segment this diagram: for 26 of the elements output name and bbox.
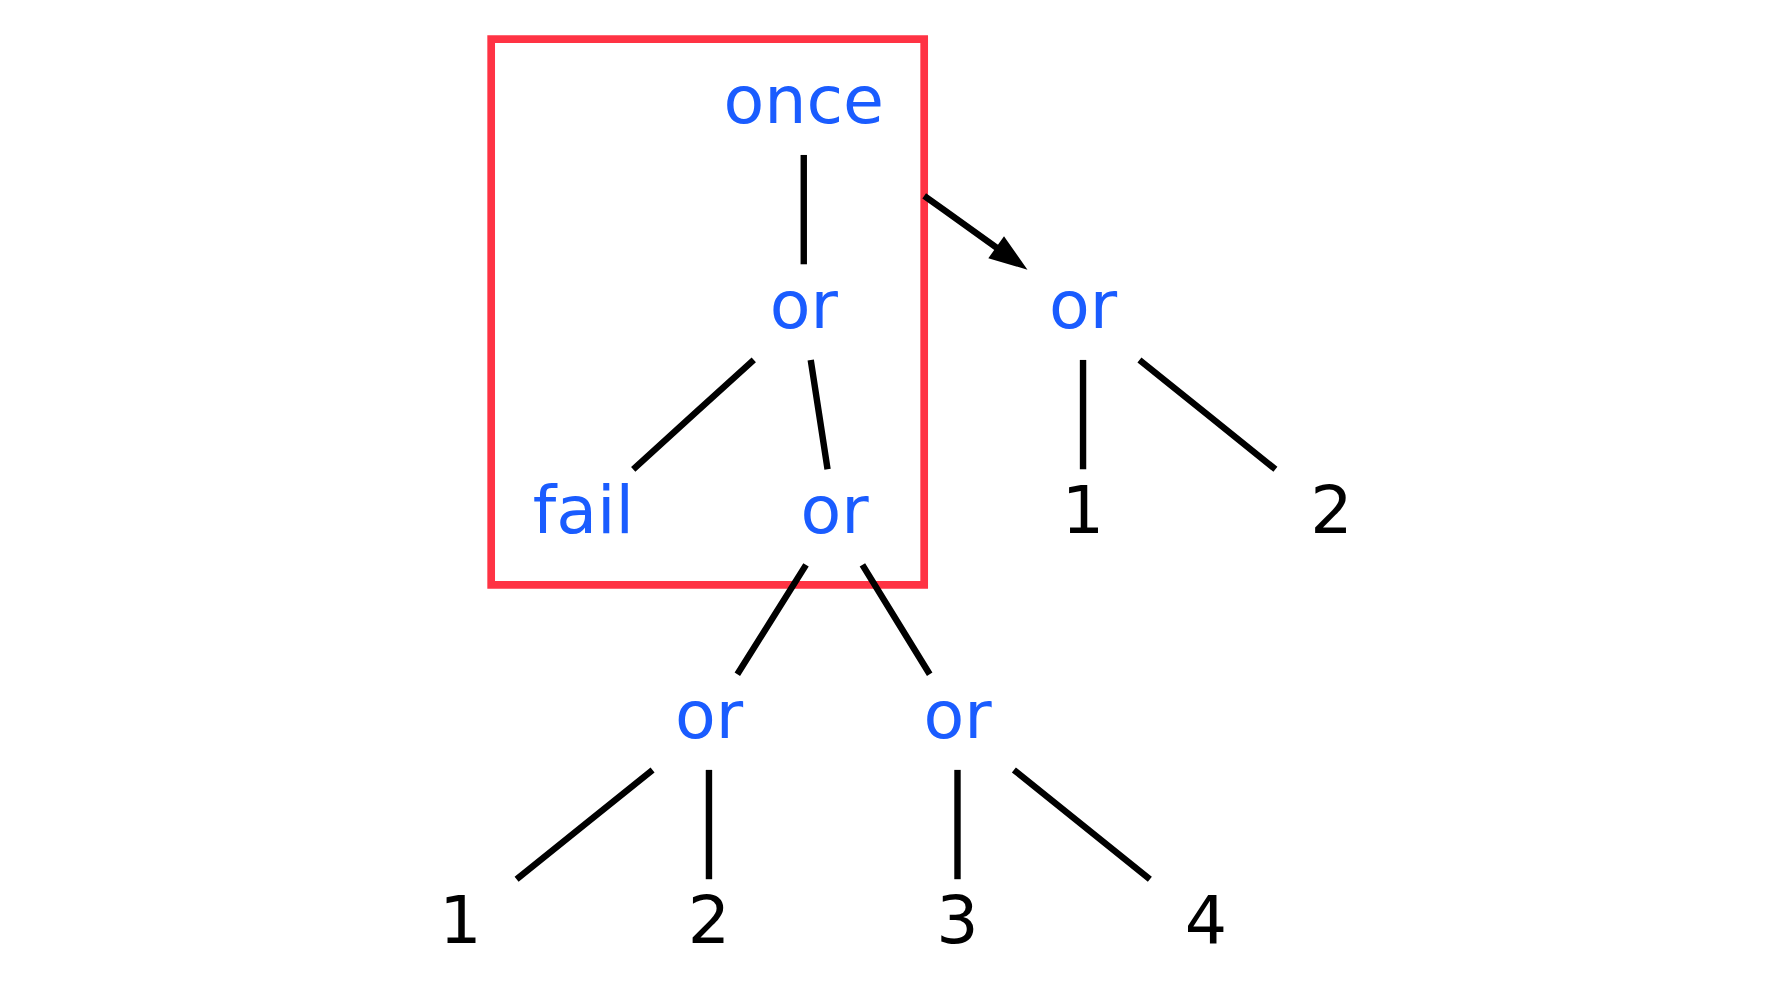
node-text: or (769, 266, 838, 345)
connector (705, 769, 713, 880)
connector (1079, 359, 1087, 470)
cluster (487, 35, 929, 589)
connector (514, 767, 655, 882)
connector (807, 359, 831, 470)
node-text: 4 (1184, 881, 1228, 960)
connector (800, 154, 807, 265)
connector (1137, 357, 1278, 472)
connector (734, 563, 809, 676)
connector (1011, 767, 1152, 882)
connector (954, 769, 961, 880)
node-text: 3 (936, 881, 979, 960)
node-text: 2 (1310, 471, 1353, 550)
node-text: or (923, 676, 992, 755)
node-text: or (674, 676, 744, 755)
node-text: or (800, 471, 869, 550)
node-text: once (723, 61, 885, 140)
connector (859, 563, 933, 676)
node-text: 1 (439, 881, 482, 960)
node-text: or (1048, 266, 1118, 345)
connector (631, 357, 756, 472)
arrow (922, 193, 1028, 270)
node-text: 1 (1061, 471, 1105, 550)
node-text: 2 (687, 881, 731, 960)
node-text: fail (532, 471, 635, 550)
